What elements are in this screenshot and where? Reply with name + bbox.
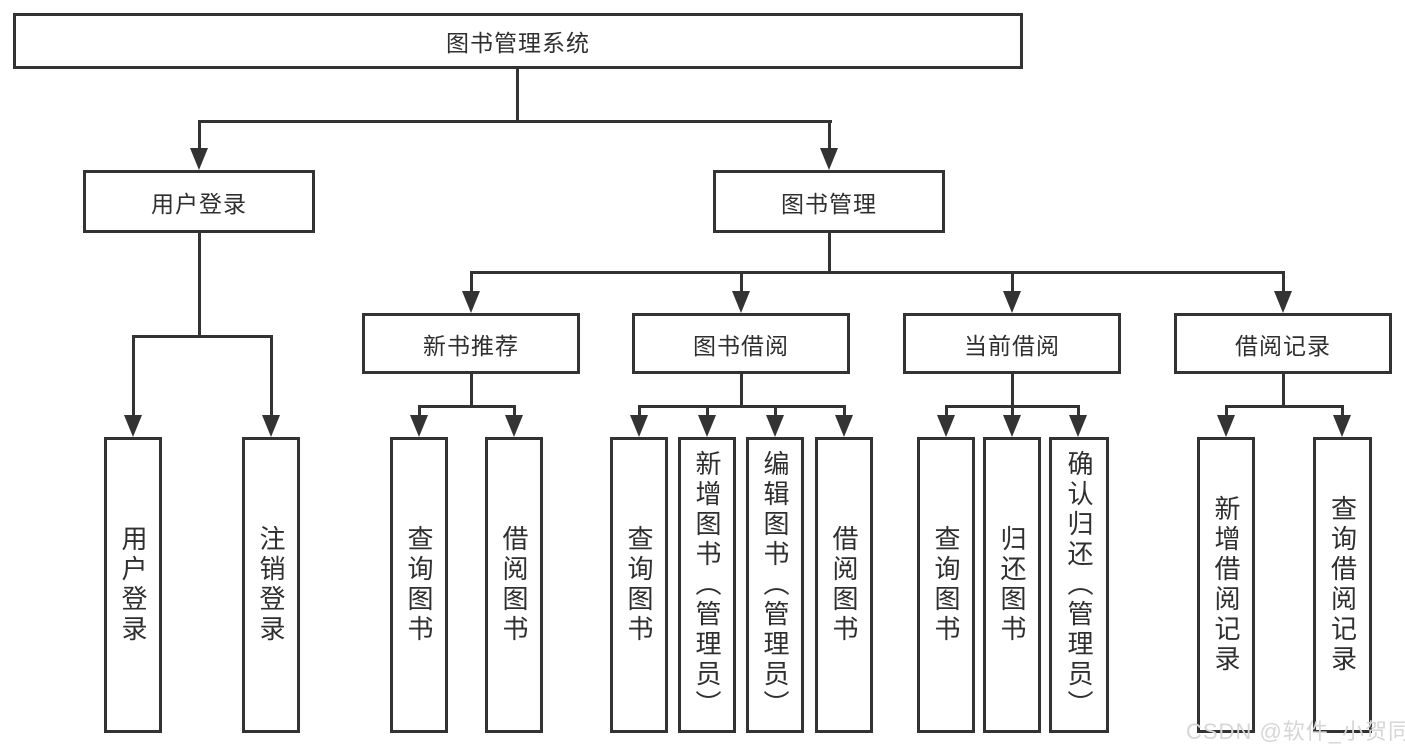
connector-new-book-rail — [418, 405, 516, 408]
node-label: 查询图书 — [931, 525, 961, 645]
leaf-confirm-return-admin: 确认归还（管理员） — [1049, 437, 1109, 733]
node-label: 新增图书（管理员） — [692, 450, 722, 720]
connector-leaf-drop — [1011, 405, 1014, 417]
connector-root-stem — [516, 69, 519, 122]
arrow-down-icon — [732, 291, 750, 313]
arrow-down-icon — [630, 415, 648, 437]
connector-leaf-drop — [1225, 405, 1228, 417]
arrow-down-icon — [937, 415, 955, 437]
node-label: 归还图书 — [997, 525, 1027, 645]
node-book-management-system: 图书管理系统 — [13, 13, 1023, 69]
arrow-down-icon — [190, 148, 208, 170]
connector-level3-drop — [740, 271, 743, 293]
arrow-down-icon — [1003, 415, 1021, 437]
connector-leaf-drop — [1341, 405, 1344, 417]
node-label: 图书管理 — [781, 190, 877, 217]
connector-level2-rail — [198, 120, 832, 123]
leaf-add-books-admin: 新增图书（管理员） — [678, 437, 736, 733]
arrow-down-icon — [1217, 415, 1235, 437]
leaf-query-books-current: 查询图书 — [917, 437, 975, 733]
node-book-borrowing: 图书借阅 — [632, 313, 850, 374]
node-label: 新书推荐 — [423, 332, 519, 359]
connector-level3-rail — [470, 271, 1285, 274]
leaf-borrow-books-newbook: 借阅图书 — [485, 437, 543, 733]
node-label: 借阅图书 — [829, 525, 859, 645]
connector-leaf-drop — [270, 335, 273, 417]
arrow-down-icon — [410, 415, 428, 437]
connector-book-management-drop — [828, 120, 831, 150]
connector-leaf-drop — [513, 405, 516, 417]
arrow-down-icon — [1274, 291, 1292, 313]
node-label: 借阅图书 — [499, 525, 529, 645]
csdn-watermark: CSDN @软件_小贺同学 — [1186, 719, 1405, 744]
node-label: 查询图书 — [404, 525, 434, 645]
connector-new-book-stem — [470, 374, 473, 407]
leaf-query-borrow-record: 查询借阅记录 — [1313, 437, 1372, 733]
node-label: 用户登录 — [151, 190, 247, 217]
node-book-management: 图书管理 — [713, 170, 945, 233]
node-label: 图书借阅 — [693, 332, 789, 359]
connector-user-login-rail — [132, 335, 273, 338]
node-label: 图书管理系统 — [446, 30, 590, 56]
connector-level3-drop — [470, 271, 473, 293]
node-label: 查询图书 — [624, 525, 654, 645]
node-label: 当前借阅 — [964, 332, 1060, 359]
leaf-query-books-newbook: 查询图书 — [390, 437, 448, 733]
connector-leaf-drop — [132, 335, 135, 417]
leaf-add-borrow-record: 新增借阅记录 — [1197, 437, 1255, 733]
node-new-book-recommend: 新书推荐 — [362, 313, 580, 374]
connector-book-borrowing-rail — [638, 405, 846, 408]
arrow-down-icon — [1003, 291, 1021, 313]
leaf-logout-login: 注销登录 — [242, 437, 300, 733]
connector-level3-drop — [1282, 271, 1285, 293]
node-label: 借阅记录 — [1235, 332, 1331, 359]
connector-leaf-drop — [1077, 405, 1080, 417]
arrow-down-icon — [766, 415, 784, 437]
node-label: 用户登录 — [118, 525, 148, 645]
arrow-down-icon — [1069, 415, 1087, 437]
arrow-down-icon — [262, 415, 280, 437]
connector-book-borrowing-stem — [740, 374, 743, 407]
node-user-login: 用户登录 — [83, 170, 315, 233]
node-label: 编辑图书（管理员） — [760, 450, 790, 720]
connector-borrowing-records-rail — [1225, 405, 1344, 408]
leaf-edit-books-admin: 编辑图书（管理员） — [746, 437, 804, 733]
connector-leaf-drop — [706, 405, 709, 417]
leaf-return-books: 归还图书 — [983, 437, 1041, 733]
node-borrowing-records: 借阅记录 — [1174, 313, 1392, 374]
connector-current-borrowing-stem — [1011, 374, 1014, 407]
connector-leaf-drop — [418, 405, 421, 417]
node-label: 确认归还（管理员） — [1064, 450, 1094, 720]
node-label: 查询借阅记录 — [1327, 495, 1358, 675]
connector-user-login-stem — [198, 233, 201, 337]
connector-borrowing-records-stem — [1282, 374, 1285, 407]
leaf-user-login: 用户登录 — [104, 437, 162, 733]
arrow-down-icon — [698, 415, 716, 437]
connector-book-management-stem — [828, 233, 831, 273]
arrow-down-icon — [462, 291, 480, 313]
connector-level3-drop — [1011, 271, 1014, 293]
connector-user-login-drop — [198, 120, 201, 150]
leaf-query-books-borrowing: 查询图书 — [610, 437, 668, 733]
leaf-borrow-books-borrowing: 借阅图书 — [815, 437, 873, 733]
node-label: 新增借阅记录 — [1211, 495, 1241, 675]
connector-leaf-drop — [774, 405, 777, 417]
node-current-borrowing: 当前借阅 — [903, 313, 1121, 374]
arrow-down-icon — [820, 148, 838, 170]
arrow-down-icon — [835, 415, 853, 437]
connector-leaf-drop — [638, 405, 641, 417]
arrow-down-icon — [505, 415, 523, 437]
arrow-down-icon — [1333, 415, 1351, 437]
connector-leaf-drop — [945, 405, 948, 417]
node-label: 注销登录 — [256, 525, 286, 645]
connector-leaf-drop — [843, 405, 846, 417]
arrow-down-icon — [124, 415, 142, 437]
